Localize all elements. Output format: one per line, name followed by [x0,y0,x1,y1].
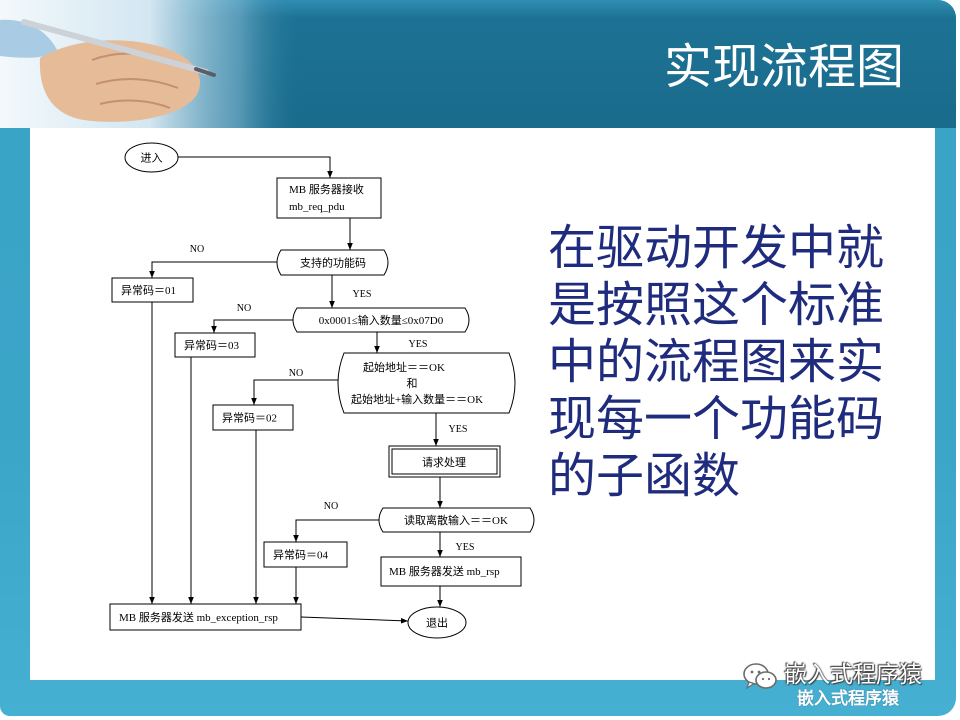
flowchart: 进入 MB 服务器接收 mb_req_pdu 支持的功能码 NO YES 异常码… [109,142,535,639]
node-supported-function-label: 支持的功能码 [300,256,366,270]
watermark-primary: 嵌入式程序猿 [784,662,922,688]
node-exception-01 [111,277,194,303]
wechat-eye [757,670,761,674]
node-quantity-check [292,307,470,333]
node-send-response [380,556,522,587]
node-send-response-label: MB 服务器发送 mb_rsp [389,564,500,578]
pen-shape [21,19,209,75]
edge-read-no [293,519,379,542]
header-photo [0,0,300,128]
body-line-5: 的子函数 [548,448,741,504]
node-read-inputs-label: 读取离散输入＝＝OK [404,513,508,527]
node-send-exception-label: MB 服务器发送 mb_exception_rsp [119,610,278,624]
node-exception-02 [212,404,294,431]
body-line-3: 中的流程图来实 [548,334,885,390]
node-start-label: 进入 [141,152,163,165]
branch-label-yes: YES [409,339,428,350]
finger-line [95,78,179,89]
node-exception-03 [174,332,256,358]
edge-exception-to-end [300,616,409,624]
node-address-check-label-1: 起始地址＝＝OK [363,360,445,374]
sleeve-shape [0,19,58,58]
node-exception-04-label: 异常码＝04 [273,549,328,562]
node-send-exception [109,603,302,631]
pen-tip-shape [194,67,216,77]
wechat-eye [767,677,771,681]
edge-quantity-no [211,319,293,333]
edge-start-to-receive [178,156,333,178]
node-process-request-inner-border [391,448,498,475]
slide-header: 实现流程图 [0,0,956,128]
branch-label-no: NO [190,244,204,255]
body-line-2: 是按照这个标准 [548,277,885,333]
body-line-4: 现每一个功能码 [548,391,885,447]
node-process-request-label: 请求处理 [422,456,466,469]
node-start [124,142,179,173]
finger-line [99,99,171,109]
branch-label-no: NO [289,368,303,379]
wechat-bubble-tail [745,681,756,690]
node-exception-04 [263,541,348,568]
node-end [407,606,467,639]
node-address-check-label-3: 起始地址+输入数量＝＝OK [351,392,483,406]
body-line-1: 在驱动开发中就 [548,220,885,276]
branch-label-yes: YES [456,542,475,553]
node-exception-01-label: 异常码＝01 [121,284,176,297]
node-supported-function [276,249,389,276]
node-end-label: 退出 [426,616,448,630]
node-receive [276,177,382,219]
branch-label-no: NO [237,303,251,314]
wechat-eye [761,677,765,681]
branch-label-no: NO [324,501,338,512]
edge-address-no [251,379,338,405]
slide-body-text: 在驱动开发中就 是按照这个标准 中的流程图来实 现每一个功能码 的子函数 [548,220,920,505]
branch-label-yes: YES [353,289,372,300]
node-quantity-check-label: 0x0001≤输入数量≤0x07D0 [319,313,444,327]
wechat-icon [743,663,777,690]
wechat-bubble-small [755,671,777,689]
wechat-eye [750,670,754,674]
edge-supported-no [149,261,277,278]
node-receive-label-1: MB 服务器接收 [289,182,364,196]
node-address-check [337,352,516,414]
watermark-secondary: 嵌入式程序猿 [797,689,899,709]
node-exception-03-label: 异常码＝03 [184,339,239,352]
slide-title: 实现流程图 [664,39,905,95]
node-address-check-label-2: 和 [407,377,418,390]
node-receive-label-2: mb_req_pdu [289,201,345,213]
node-exception-02-label: 异常码＝02 [222,412,277,425]
node-read-inputs [378,507,535,533]
branch-label-yes: YES [449,424,468,435]
